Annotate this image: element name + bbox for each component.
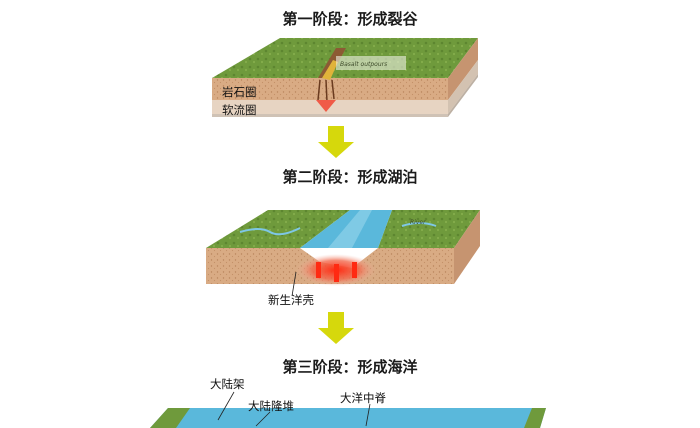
stage2-block: River	[206, 210, 480, 297]
ocean-surface	[150, 408, 546, 428]
stage1-crust-front	[212, 78, 448, 100]
ridge-leader	[365, 403, 371, 427]
down-arrow-1-icon	[318, 126, 354, 158]
mid-ocean-ridge-label: 大洋中脊	[340, 391, 386, 405]
stage2-title: 第二阶段：形成湖泊	[282, 168, 417, 186]
rise-leader	[255, 411, 271, 427]
continental-shelf-label: 大陆架	[210, 377, 245, 391]
stage2-left-surface	[206, 210, 350, 248]
shelf-leader	[217, 391, 235, 421]
stage1-title: 第一阶段：形成裂谷	[282, 10, 418, 28]
basalt-label: Basalt outpours	[340, 61, 387, 68]
stage1-crust-side	[448, 38, 478, 100]
new-crust-leader	[291, 271, 297, 297]
new-ocean-crust-label: 新生洋壳	[268, 293, 314, 307]
asthenosphere-label: 软流圈	[222, 103, 257, 117]
left-continent	[150, 408, 190, 428]
stage2-right-surface	[378, 210, 480, 248]
basalt-inset	[336, 56, 406, 70]
stage3-title: 第三阶段：形成海洋	[282, 358, 417, 376]
down-arrow-2-icon	[318, 312, 354, 344]
right-continent	[524, 408, 546, 428]
stage1-block: Basalt outpours	[212, 38, 478, 117]
river-label: River	[410, 219, 426, 226]
stage3-block	[150, 391, 546, 428]
lithosphere-label: 岩石圈	[222, 85, 257, 99]
magma-plume	[316, 100, 336, 112]
continental-rise-label: 大陆隆堆	[248, 399, 294, 413]
